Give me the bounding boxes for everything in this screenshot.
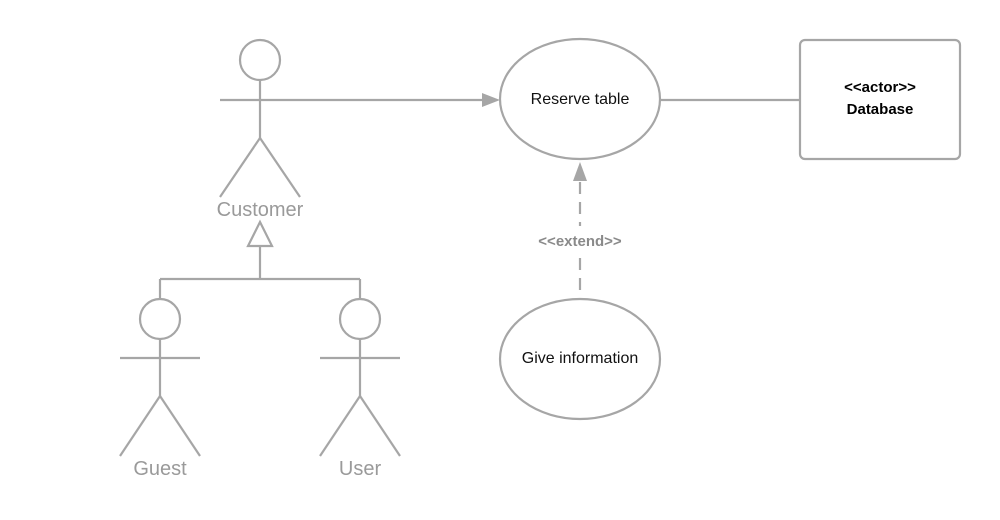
association-customer-reserve[interactable]	[300, 93, 500, 107]
actor-database-stereotype: <<actor>>	[844, 79, 916, 96]
actor-user-head	[338, 297, 382, 341]
association-arrow-head	[482, 93, 500, 107]
actor-guest[interactable]: Guest	[119, 297, 201, 480]
actor-guest-head	[138, 297, 182, 341]
generalization-connector	[158, 219, 362, 299]
usecase-reserve-table[interactable]: Reserve table	[498, 37, 662, 161]
actor-user[interactable]: User	[319, 297, 401, 480]
extend-arrow-head	[573, 162, 587, 181]
actor-customer[interactable]: Customer	[217, 38, 304, 221]
actor-user-label: User	[339, 458, 382, 480]
usecase-give-information-ellipse	[498, 297, 662, 421]
extend-relationship[interactable]: <<extend>>	[538, 162, 622, 299]
actor-guest-leg-left	[119, 395, 161, 457]
actor-database-label: Database	[847, 101, 914, 118]
actor-customer-label: Customer	[217, 199, 304, 221]
usecase-give-information[interactable]: Give information	[498, 297, 662, 421]
actor-user-leg-right	[359, 395, 401, 457]
usecase-reserve-table-label: Reserve table	[531, 91, 630, 108]
actor-customer-head	[238, 38, 282, 82]
actor-customer-leg-right	[259, 137, 301, 198]
actor-guest-leg-right	[159, 395, 201, 457]
actor-guest-label: Guest	[133, 458, 187, 480]
actor-user-leg-left	[319, 395, 361, 457]
generalization-arrow-head	[246, 219, 274, 248]
actor-database-box	[798, 38, 962, 161]
actor-customer-leg-left	[219, 137, 261, 198]
extend-label: <<extend>>	[538, 233, 622, 250]
actor-database[interactable]: <<actor>> Database	[798, 38, 962, 161]
usecase-give-information-label: Give information	[522, 350, 639, 367]
